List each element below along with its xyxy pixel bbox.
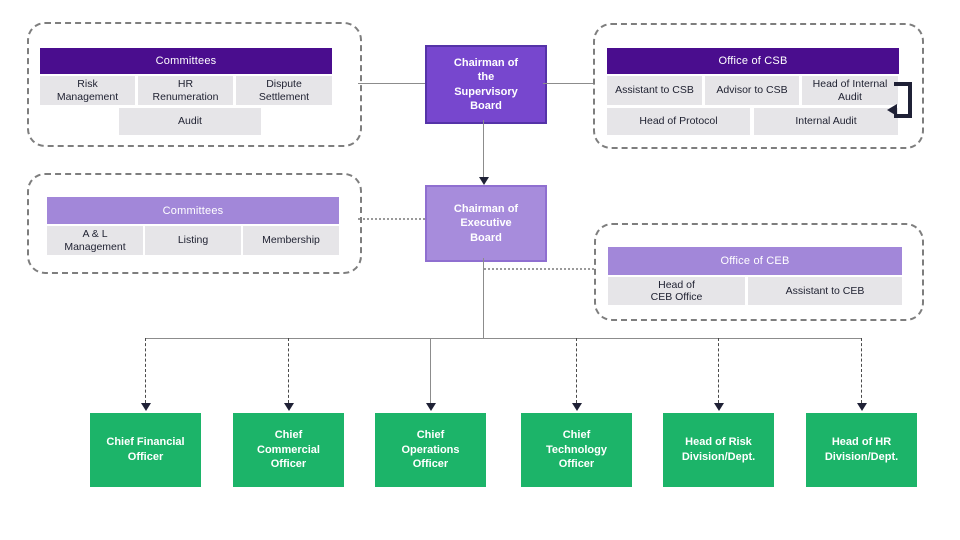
node-chief-operations-officer: Chief Operations Officer xyxy=(375,413,486,487)
connector-csb-office xyxy=(543,83,593,84)
arrowhead-left-icon xyxy=(887,104,897,116)
cell-advisor-to-csb: Advisor to CSB xyxy=(705,76,799,105)
group-office-ceb: Office of CEB Head of CEB Office Assista… xyxy=(594,223,924,321)
cell-head-of-protocol: Head of Protocol xyxy=(607,108,750,135)
group-header-committees-eb: Committees xyxy=(47,197,339,224)
arrowhead-down-icon xyxy=(426,403,436,411)
cell-dispute-settlement: Dispute Settlement xyxy=(236,76,332,105)
arrowhead-down-icon xyxy=(714,403,724,411)
node-chief-technology-officer: Chief Technology Officer xyxy=(521,413,632,487)
cell-risk-management: Risk Management xyxy=(40,76,135,105)
group-supervisory-committees: Committees Risk Management HR Renumerati… xyxy=(27,22,362,147)
cell-al-management: A & L Management xyxy=(47,226,143,255)
arrowhead-down-icon xyxy=(479,177,489,185)
connector-drop-cfo xyxy=(145,338,146,403)
connector-drop-cto xyxy=(576,338,577,403)
group-title: Office of CEB xyxy=(720,255,790,267)
cell-membership: Membership xyxy=(243,226,339,255)
cell-internal-audit: Internal Audit xyxy=(754,108,898,135)
connector-drop-risk xyxy=(718,338,719,403)
connector-drop-coo xyxy=(430,338,431,403)
cell-hr-renumeration: HR Renumeration xyxy=(138,76,233,105)
group-title: Office of CSB xyxy=(718,55,788,67)
node-chairman-executive-board: Chairman of Executive Board xyxy=(425,185,547,262)
bent-arrow-icon xyxy=(894,82,912,118)
connector-drop-cco xyxy=(288,338,289,403)
connector-csb-to-ceb xyxy=(483,120,484,178)
connector-drop-hr xyxy=(861,338,862,403)
node-chairman-supervisory-board: Chairman of the Supervisory Board xyxy=(425,45,547,124)
connector-ceb-committees-dotted xyxy=(358,218,425,220)
connector-ceb-stem xyxy=(483,258,484,338)
node-chief-financial-officer: Chief Financial Officer xyxy=(90,413,201,487)
cell-assistant-to-csb: Assistant to CSB xyxy=(607,76,702,105)
node-head-of-risk-division: Head of Risk Division/Dept. xyxy=(663,413,774,487)
cell-head-of-internal-audit: Head of Internal Audit xyxy=(802,76,898,105)
cell-listing: Listing xyxy=(145,226,241,255)
cell-assistant-to-ceb: Assistant to CEB xyxy=(748,277,902,305)
node-chief-commercial-officer: Chief Commercial Officer xyxy=(233,413,344,487)
group-title: Committees xyxy=(162,204,224,217)
arrowhead-down-icon xyxy=(141,403,151,411)
connector-ceb-office-dotted xyxy=(484,268,594,270)
arrowhead-down-icon xyxy=(284,403,294,411)
arrowhead-down-icon xyxy=(572,403,582,411)
group-header-office-ceb: Office of CEB xyxy=(608,247,902,275)
cell-head-of-ceb-office: Head of CEB Office xyxy=(608,277,745,305)
group-title: Committees xyxy=(155,55,217,67)
connector-csb-committees xyxy=(358,83,425,84)
group-header-committees-sb: Committees xyxy=(40,48,332,74)
group-header-office-csb: Office of CSB xyxy=(607,48,899,74)
group-executive-committees: Committees A & L Management Listing Memb… xyxy=(27,173,362,274)
node-head-of-hr-division: Head of HR Division/Dept. xyxy=(806,413,917,487)
connector-executive-bus xyxy=(145,338,861,339)
group-office-csb: Office of CSB Assistant to CSB Advisor t… xyxy=(593,23,924,149)
arrowhead-down-icon xyxy=(857,403,867,411)
cell-audit: Audit xyxy=(119,108,261,135)
